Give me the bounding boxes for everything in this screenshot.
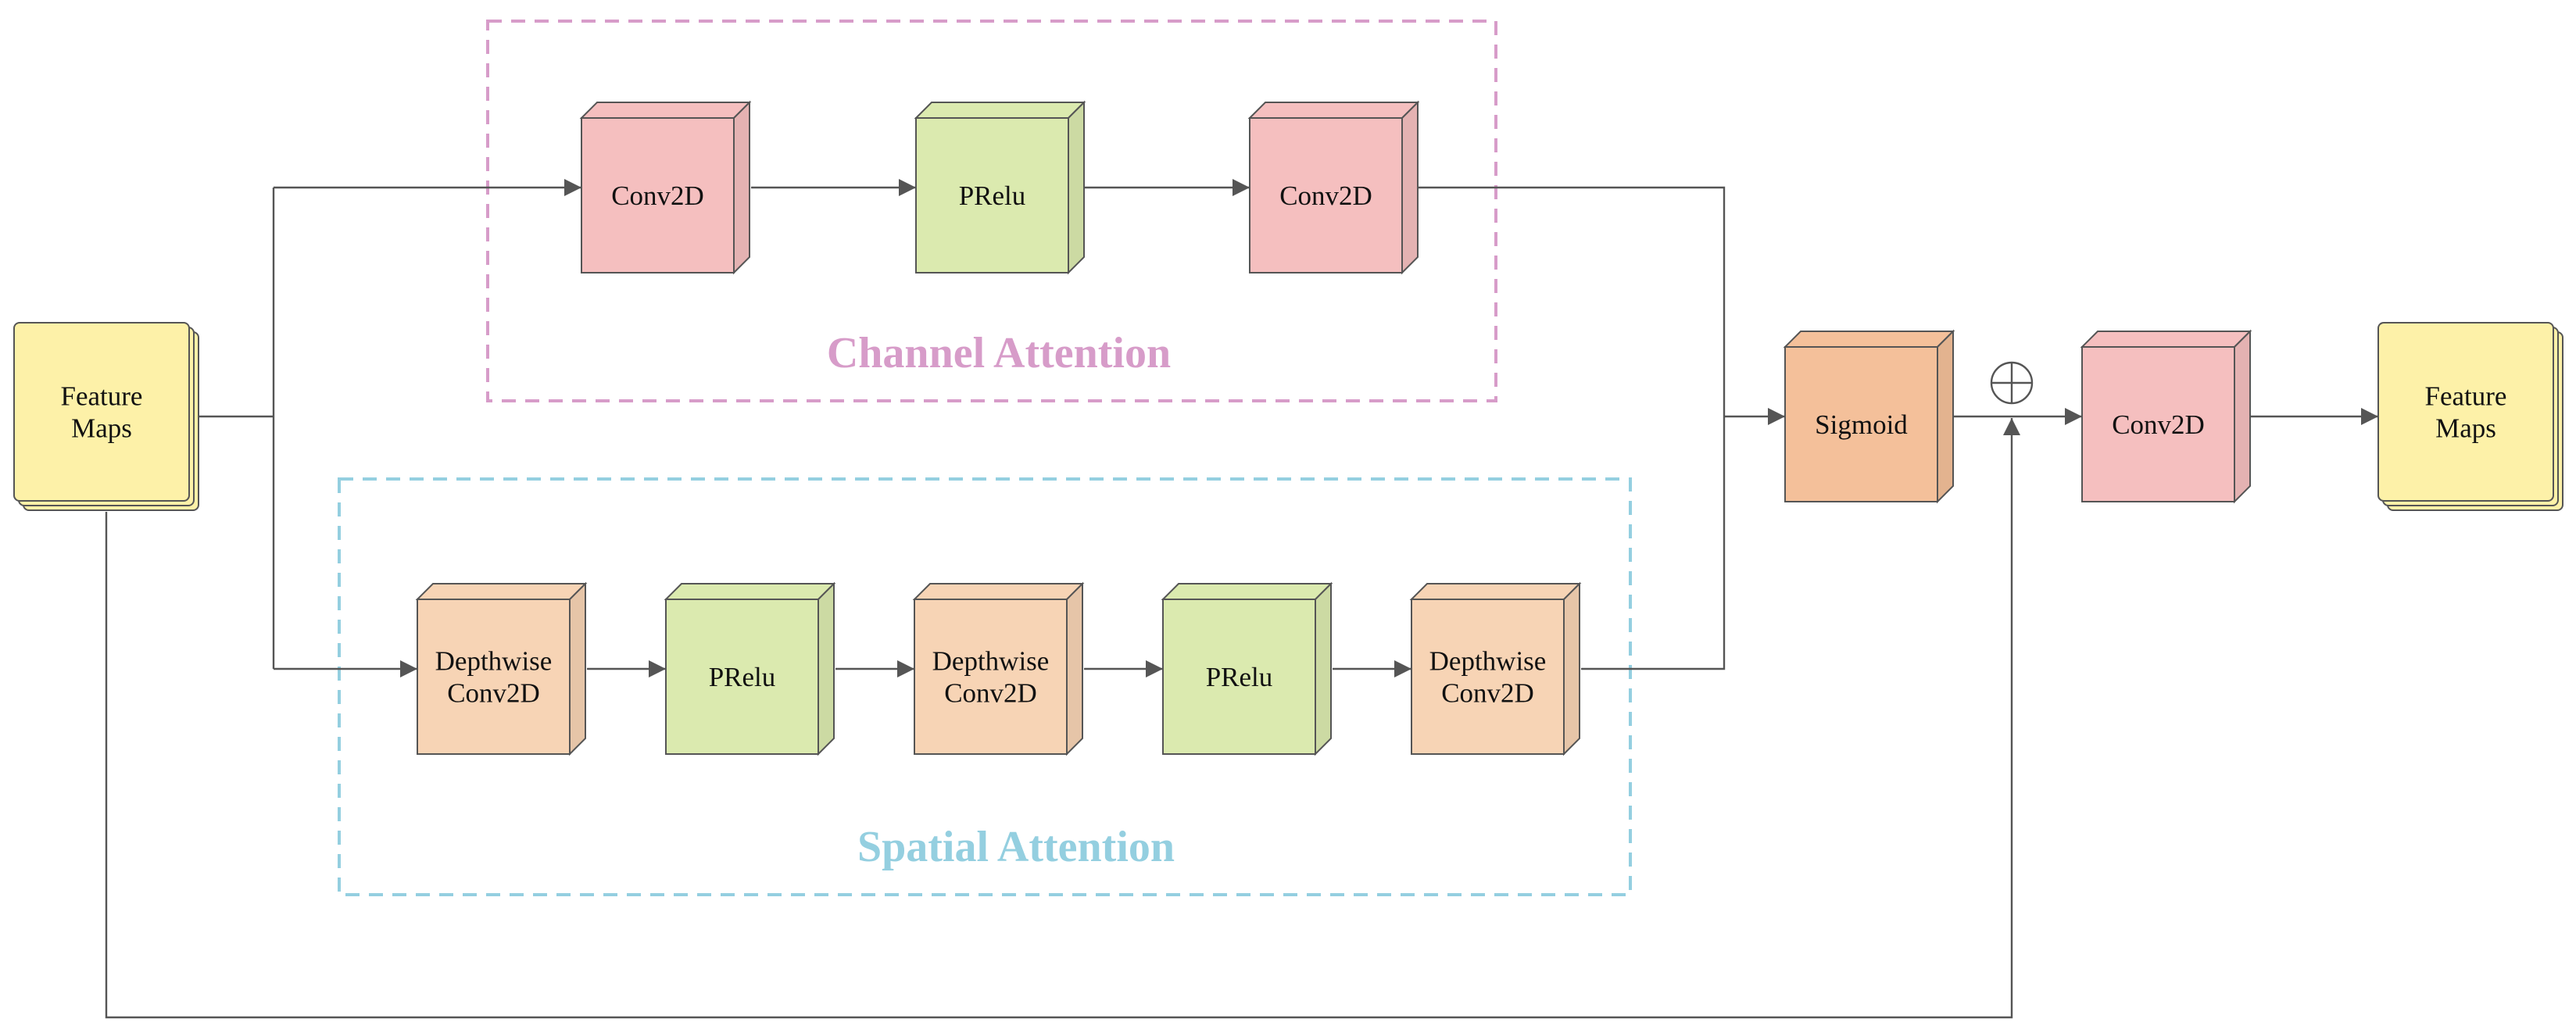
sa_dw1-label-line-1: Depthwise — [435, 646, 553, 677]
spatial-attention-group: Spatial Attention — [338, 477, 1632, 896]
circled-plus-icon — [1990, 361, 2034, 405]
ca_conv1-label-line-1: Conv2D — [611, 181, 704, 211]
channel-attention-label: Channel Attention — [827, 329, 1171, 377]
node-ca-prelu: PRelu — [914, 100, 1086, 275]
wire-residual-skip — [105, 418, 2020, 1019]
ca_prelu-label-line-1: PRelu — [959, 181, 1026, 211]
channel-attention-group: Channel Attention — [486, 20, 1497, 402]
sigmoid-label-line-1: Sigmoid — [1815, 409, 1908, 440]
input-label-line-2: Maps — [71, 413, 132, 444]
ca_conv2-label-line-1: Conv2D — [1279, 181, 1372, 211]
sa_dw1-label-line-2: Conv2D — [447, 678, 540, 709]
node-sa-prelu1: PRelu — [664, 581, 836, 756]
channel-attention-frame — [486, 20, 1497, 402]
node-sa-prelu2: PRelu — [1161, 581, 1333, 756]
sa_dw3-label-line-2: Conv2D — [1441, 678, 1534, 709]
output-label-line-2: Maps — [2435, 413, 2496, 444]
output-label-line-1: Feature — [2425, 381, 2507, 412]
node-sigmoid: Sigmoid — [1783, 329, 1955, 504]
final_conv-label-line-1: Conv2D — [2112, 409, 2205, 440]
sa_dw2-label-line-2: Conv2D — [944, 678, 1037, 709]
sa_prelu2-label-line-1: PRelu — [1206, 662, 1273, 692]
wire-ca-to-merge — [1418, 186, 1726, 416]
connections — [105, 179, 2378, 1019]
node-ca-conv1: Conv2D — [579, 100, 752, 275]
node-final-conv: Conv2D — [2080, 329, 2252, 504]
input-label-line-1: Feature — [61, 381, 143, 412]
wire-sa-to-merge — [1581, 416, 1726, 670]
spatial-attention-label: Spatial Attention — [857, 823, 1175, 871]
sa_dw3-label-line-1: Depthwise — [1429, 646, 1547, 677]
node-ca-conv2: Conv2D — [1247, 100, 1420, 275]
spatial-attention-frame — [338, 477, 1632, 896]
sa_dw2-label-line-1: Depthwise — [932, 646, 1050, 677]
sa_prelu1-label-line-1: PRelu — [709, 662, 776, 692]
